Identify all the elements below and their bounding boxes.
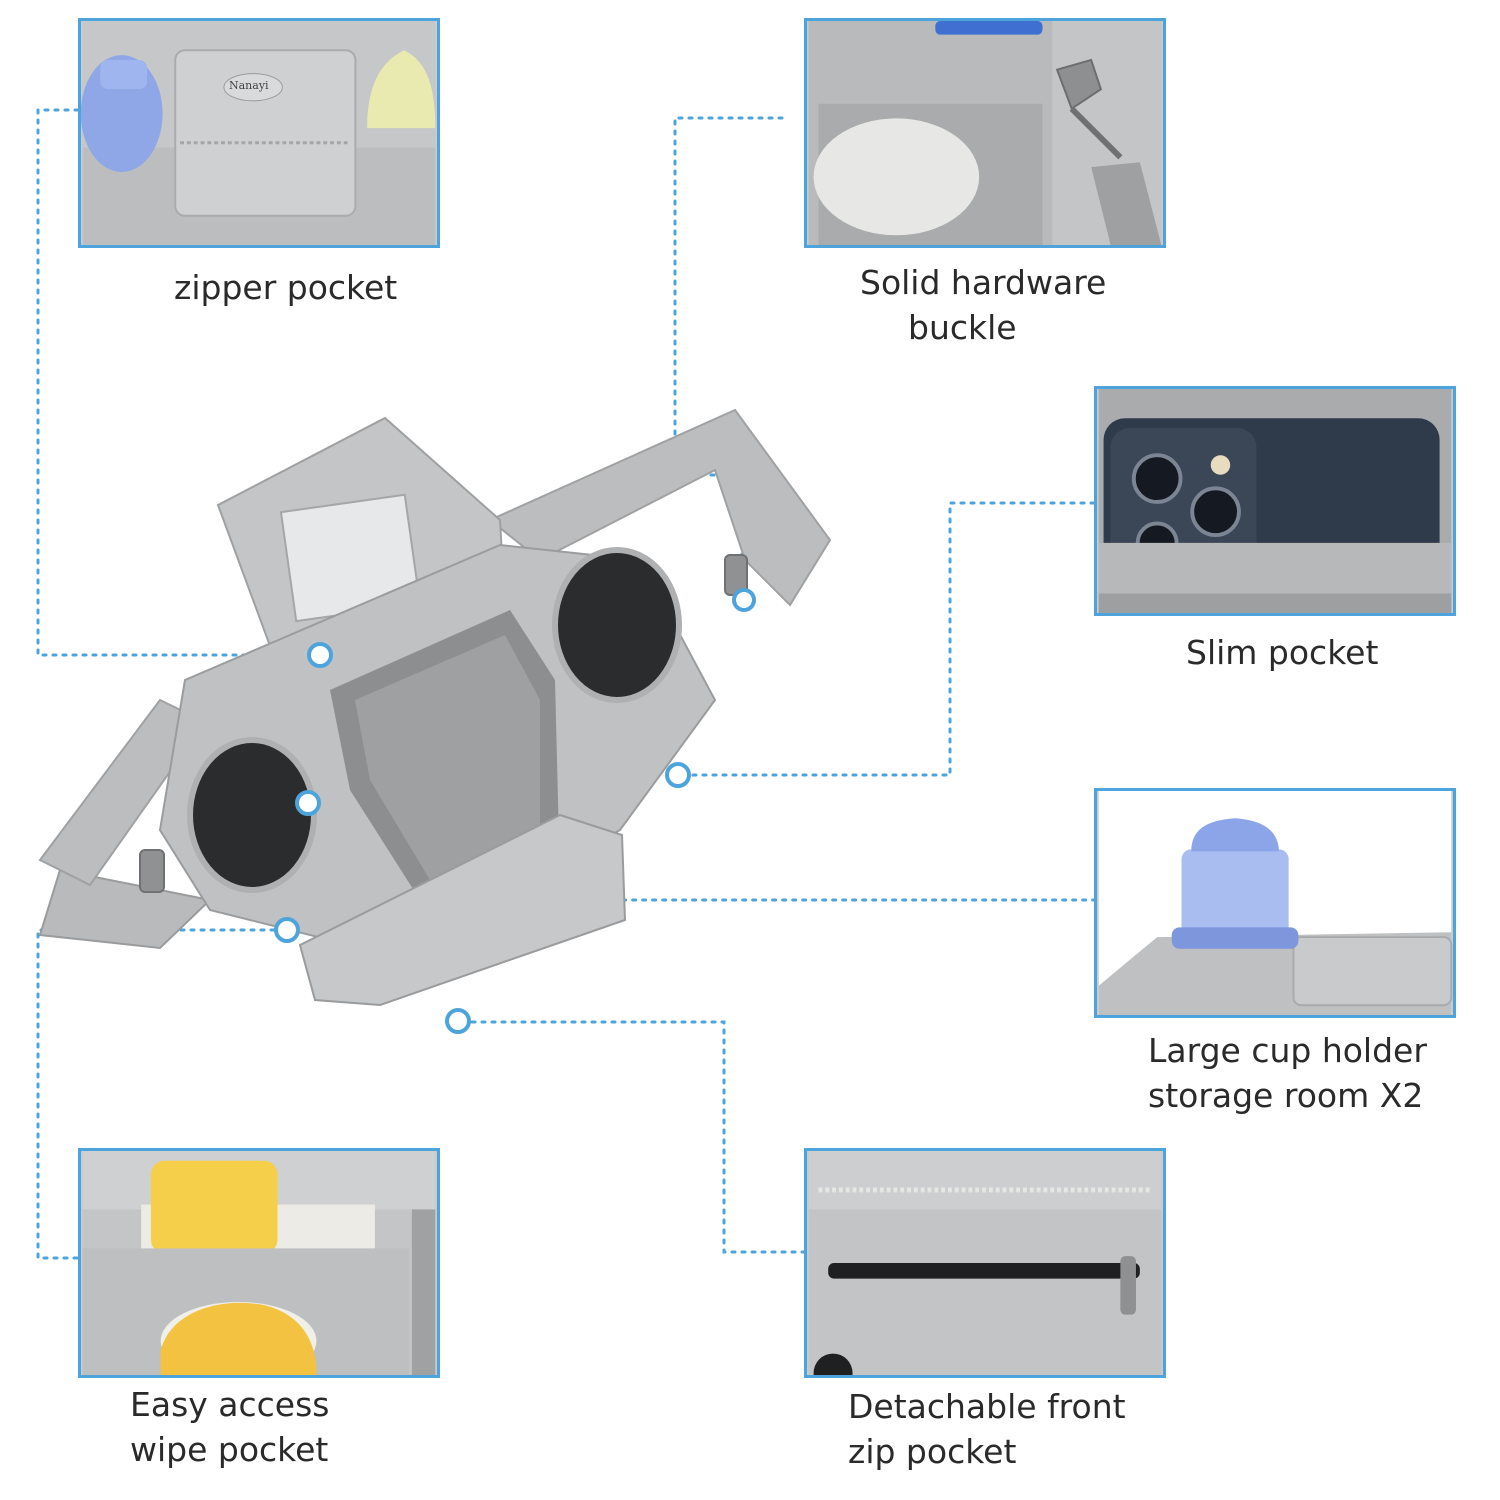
marker-slim-pocket xyxy=(665,762,691,788)
caption-front-zip-pocket: Detachable front zip pocket xyxy=(848,1387,1126,1471)
caption-wipe-pocket: Easy access wipe pocket xyxy=(130,1385,330,1469)
zipper-pocket-photo xyxy=(81,21,436,245)
cup-holder-photo xyxy=(1098,791,1453,1015)
feature-panel-zipper-pocket: Nanayi xyxy=(78,18,440,248)
cup-holders xyxy=(187,547,682,893)
feature-panel-wipe-pocket xyxy=(78,1148,440,1378)
caption-hardware-buckle: Solid hardware buckle xyxy=(860,263,1107,347)
slim-pocket-photo xyxy=(1098,389,1452,613)
buckle-photo xyxy=(808,21,1162,245)
feature-panel-slim-pocket xyxy=(1094,386,1456,616)
front-pocket xyxy=(298,813,627,1007)
connector-slim-pocket xyxy=(690,501,1096,777)
marker-front-zip xyxy=(445,1008,471,1034)
caption-zipper-pocket: zipper pocket xyxy=(174,268,398,307)
connector-zipper-pocket xyxy=(36,108,310,657)
connector-wipe-pocket xyxy=(36,928,276,1260)
feature-panel-cup-holder xyxy=(1094,788,1456,1018)
brand-tag: Nanayi xyxy=(229,79,269,92)
connector-front-zip xyxy=(470,1020,806,1254)
feature-panel-hardware-buckle xyxy=(804,18,1166,248)
front-zip-pocket-photo xyxy=(808,1151,1162,1375)
shoulder-strap xyxy=(38,868,213,950)
marker-wipe-pocket xyxy=(274,917,300,943)
marker-hardware-buckle xyxy=(732,588,756,612)
caption-cup-holder: Large cup holder storage room X2 xyxy=(1148,1031,1427,1115)
feature-panel-front-zip-pocket xyxy=(804,1148,1166,1378)
marker-zipper-pocket xyxy=(307,642,333,668)
marker-cup-holder xyxy=(295,790,321,816)
wipe-pocket-photo xyxy=(82,1151,436,1375)
caption-slim-pocket: Slim pocket xyxy=(1186,633,1379,672)
